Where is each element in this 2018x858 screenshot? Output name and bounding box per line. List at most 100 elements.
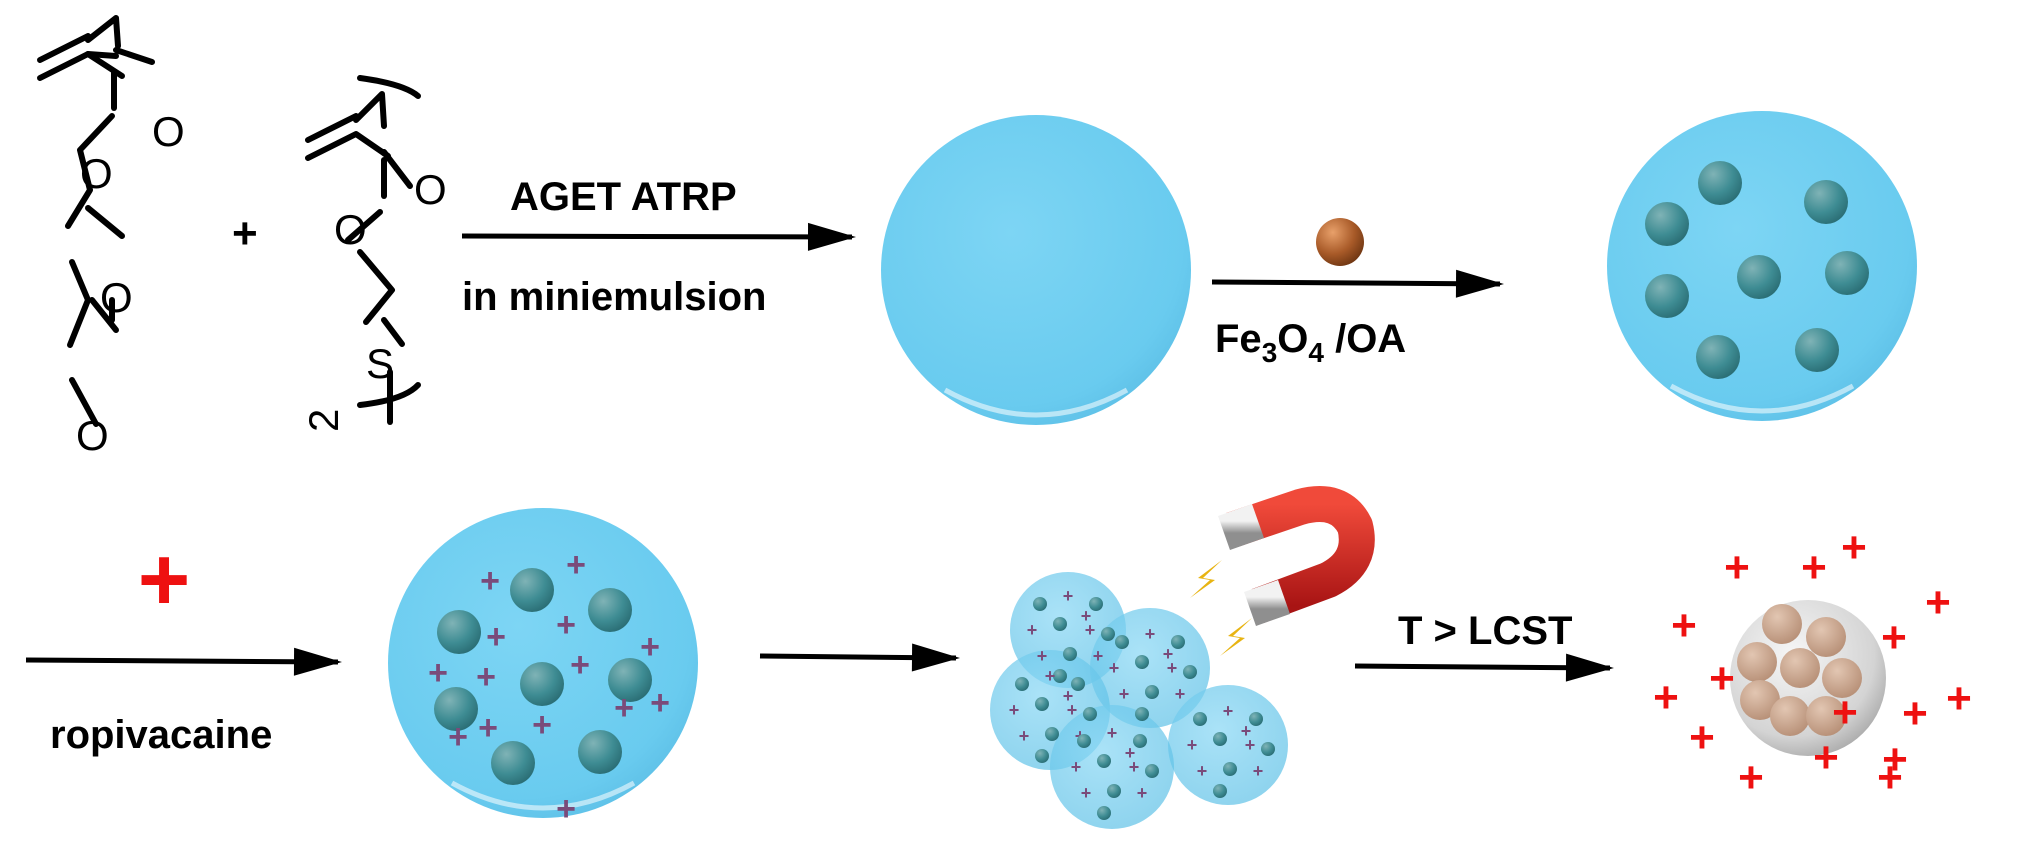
embedded-fe3o4	[1033, 597, 1047, 611]
released-drug-mark: +	[1689, 713, 1715, 762]
magnetic-field-bolt-icon	[1220, 618, 1252, 656]
loaded-drug-mark: +	[1009, 700, 1020, 720]
embedded-fe3o4	[1045, 727, 1059, 741]
monomer2-carbonyl-oxygen: O	[414, 166, 447, 213]
embedded-fe3o4	[1183, 665, 1197, 679]
embedded-fe3o4	[1145, 685, 1159, 699]
embedded-fe3o4	[1053, 669, 1067, 683]
loaded-drug-mark: +	[428, 654, 448, 692]
step-2-arrow: Fe3O4 /OA	[1211, 218, 1504, 368]
fe3o4-oa-label: Fe3O4 /OA	[1215, 317, 1406, 368]
released-drug-mark: +	[1881, 613, 1907, 662]
loaded-drug-mark: +	[1027, 620, 1038, 640]
loaded-drug-mark: +	[1241, 721, 1252, 741]
embedded-fe3o4	[520, 662, 564, 706]
embedded-fe3o4	[608, 658, 652, 702]
monomer1-carbonyl-oxygen: O	[152, 108, 185, 155]
embedded-fe3o4	[1035, 697, 1049, 711]
loaded-drug-mark: +	[614, 689, 634, 727]
released-drug-mark: +	[1882, 735, 1908, 784]
embedded-fe3o4	[1145, 764, 1159, 778]
monomer2-subscript-2: 2	[300, 409, 347, 432]
monomer-1-structure: O O O O	[37, 15, 185, 459]
embedded-fe3o4	[1213, 732, 1227, 746]
embedded-fe3o4	[1193, 712, 1207, 726]
embedded-fe3o4	[1083, 707, 1097, 721]
collapsed-core	[1770, 696, 1810, 736]
drug-loaded-particle: ++++++++++++++	[388, 508, 698, 828]
embedded-fe3o4	[491, 741, 535, 785]
monomer1-terminal-oxygen: O	[76, 412, 109, 459]
aggregated-particles: ++++++++++++++++++++++++++++++	[990, 572, 1288, 829]
iron-oxide-nanoparticle	[1316, 218, 1364, 266]
drug-release-particle: ++++++++++++++++	[1653, 523, 1972, 802]
embedded-fe3o4	[1097, 754, 1111, 768]
magnetic-field-bolt-icon	[1190, 560, 1222, 598]
embedded-fe3o4	[1035, 749, 1049, 763]
embedded-fe3o4	[437, 610, 481, 654]
embedded-fe3o4	[1097, 806, 1111, 820]
embedded-fe3o4	[1213, 784, 1227, 798]
released-drug-mark: +	[1925, 578, 1951, 627]
ropivacaine-symbol: +	[138, 530, 191, 630]
loaded-drug-mark: +	[1107, 723, 1118, 743]
embedded-fe3o4	[588, 588, 632, 632]
step-3-arrow: + ropivacaine	[25, 530, 342, 757]
loaded-drug-mark: +	[1063, 686, 1074, 706]
embedded-fe3o4	[1071, 677, 1085, 691]
loaded-drug-mark: +	[1187, 735, 1198, 755]
released-drug-mark: +	[1724, 543, 1750, 592]
ropivacaine-label: ropivacaine	[50, 713, 272, 757]
embedded-fe3o4	[1261, 742, 1275, 756]
plus-sign: +	[232, 209, 258, 258]
released-drug-mark: +	[1841, 523, 1867, 572]
collapsed-core	[1822, 658, 1862, 698]
step-1-arrow: AGET ATRP in miniemulsion	[461, 175, 856, 319]
embedded-fe3o4	[1737, 255, 1781, 299]
loaded-drug-mark: +	[1125, 743, 1136, 763]
loaded-drug-mark: +	[532, 706, 552, 744]
monomer1-ester-oxygen: O	[80, 150, 113, 197]
embedded-fe3o4	[1825, 251, 1869, 295]
collapsed-core	[1740, 680, 1780, 720]
released-drug-mark: +	[1671, 601, 1697, 650]
embedded-fe3o4	[1249, 712, 1263, 726]
loaded-drug-mark: +	[640, 628, 660, 666]
loaded-drug-mark: +	[1093, 646, 1104, 666]
embedded-fe3o4	[1077, 734, 1091, 748]
loaded-drug-mark: +	[1081, 783, 1092, 803]
embedded-fe3o4	[510, 568, 554, 612]
collapsed-core	[1806, 617, 1846, 657]
released-drug-mark: +	[1709, 654, 1735, 703]
loaded-drug-mark: +	[1045, 666, 1056, 686]
embedded-fe3o4	[1115, 635, 1129, 649]
monomer-2-structure: O O S 2	[300, 75, 447, 432]
loaded-drug-mark: +	[1119, 684, 1130, 704]
embedded-fe3o4	[1063, 647, 1077, 661]
monomer2-ester-oxygen: O	[334, 206, 367, 253]
released-drug-mark: +	[1738, 753, 1764, 802]
embedded-fe3o4	[1015, 677, 1029, 691]
monomer2-sulfur: S	[366, 340, 394, 387]
loaded-drug-mark: +	[1063, 586, 1074, 606]
embedded-fe3o4	[1223, 762, 1237, 776]
loaded-drug-mark: +	[1197, 761, 1208, 781]
embedded-fe3o4	[1645, 274, 1689, 318]
embedded-fe3o4	[1101, 627, 1115, 641]
loaded-drug-mark: +	[1175, 684, 1186, 704]
embedded-fe3o4	[1133, 734, 1147, 748]
aget-atrp-label: AGET ATRP	[510, 175, 737, 219]
loaded-drug-mark: +	[1081, 606, 1092, 626]
monomer1-ether-oxygen: O	[100, 274, 133, 321]
loaded-drug-mark: +	[1071, 757, 1082, 777]
miniemulsion-label: in miniemulsion	[462, 275, 766, 319]
embedded-fe3o4	[1804, 180, 1848, 224]
embedded-fe3o4	[1053, 617, 1067, 631]
embedded-fe3o4	[1171, 635, 1185, 649]
step-5-arrow: T > LCST	[1354, 609, 1614, 682]
loaded-drug-mark: +	[1109, 658, 1120, 678]
embedded-fe3o4	[1696, 335, 1740, 379]
collapsed-core	[1762, 604, 1802, 644]
loaded-drug-mark: +	[1129, 757, 1140, 777]
